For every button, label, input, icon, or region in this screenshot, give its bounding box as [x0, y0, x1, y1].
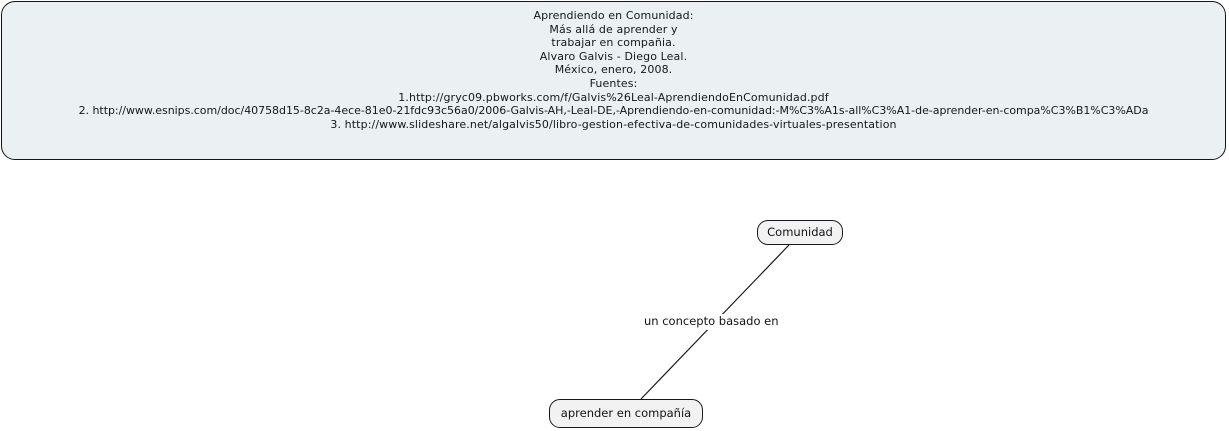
node-aprender-en-compania[interactable]: aprender en compañía [549, 399, 703, 428]
source-url-1: 1.http://gryc09.pbworks.com/f/Galvis%26L… [398, 90, 829, 104]
title-line-1: Aprendiendo en Comunidad: [533, 9, 694, 22]
title-reference-panel: Aprendiendo en Comunidad: Más allá de ap… [1, 1, 1226, 160]
title-line-3: trabajar en compañia. [551, 36, 676, 50]
source-url-3: 3. http://www.slideshare.net/algalvis50/… [330, 117, 897, 131]
sources-heading: Fuentes: [589, 76, 638, 90]
title-line-2: Más allá de aprender y [549, 22, 678, 36]
concept-map-canvas: Comunidad un concepto basado en aprender… [0, 160, 1229, 431]
source-url-2: 2. http://www.esnips.com/doc/40758d15-8c… [78, 104, 1149, 118]
place-date-line: México, enero, 2008. [554, 63, 673, 77]
edge-label-un-concepto-basado-en: un concepto basado en [641, 314, 782, 330]
node-aprender-label: aprender en compañía [560, 405, 692, 420]
concept-map-edges [640, 244, 790, 400]
node-comunidad-label: Comunidad [767, 224, 833, 239]
node-comunidad[interactable]: Comunidad [757, 220, 843, 245]
authors-line: Alvaro Galvis - Diego Leal. [539, 49, 688, 63]
